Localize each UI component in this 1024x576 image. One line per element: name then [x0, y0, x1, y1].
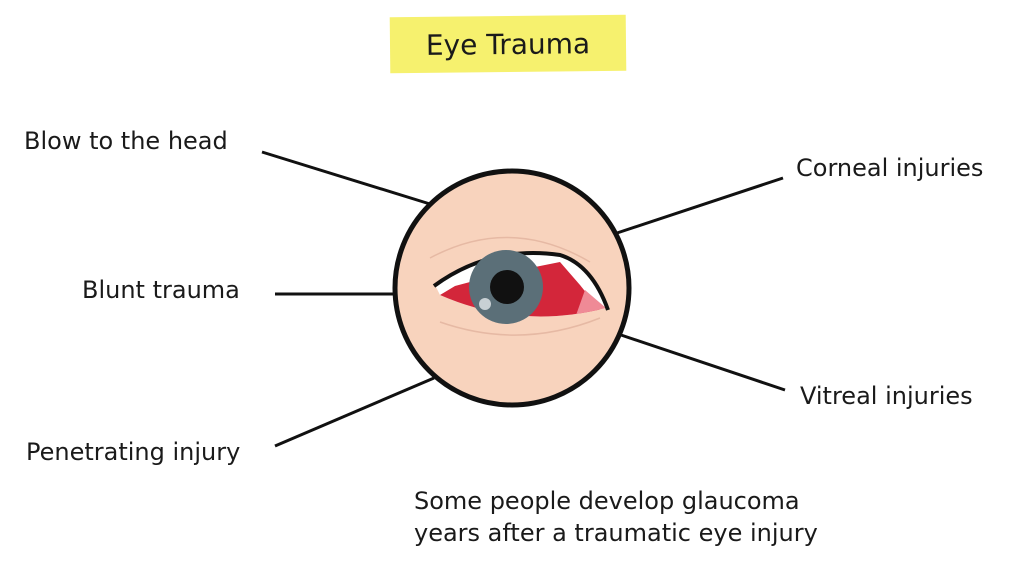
connector-lines: [261, 150, 786, 448]
label-blunt-trauma: Blunt trauma: [82, 276, 240, 304]
line-blow-to-head: [261, 150, 431, 206]
line-vitreal-injuries: [620, 333, 786, 392]
line-corneal-injuries: [616, 176, 784, 235]
pupil: [490, 270, 524, 304]
note-line-1: Some people develop glaucoma: [414, 487, 800, 515]
glaucoma-note: Some people develop glaucoma years after…: [414, 485, 818, 549]
lower-crease: [439, 317, 601, 336]
note-line-2: years after a traumatic eye injury: [414, 519, 818, 547]
label-blow-to-head: Blow to the head: [24, 127, 228, 155]
label-vitreal-injuries: Vitreal injuries: [800, 382, 973, 410]
label-penetrating-injury: Penetrating injury: [26, 438, 241, 466]
label-corneal-injuries: Corneal injuries: [796, 154, 984, 182]
upper-crease: [429, 236, 591, 263]
eyelid-line: [432, 251, 610, 311]
eye-reflection: [479, 298, 491, 310]
line-penetrating-injury: [274, 376, 435, 448]
bloodshot-pink: [575, 290, 606, 317]
